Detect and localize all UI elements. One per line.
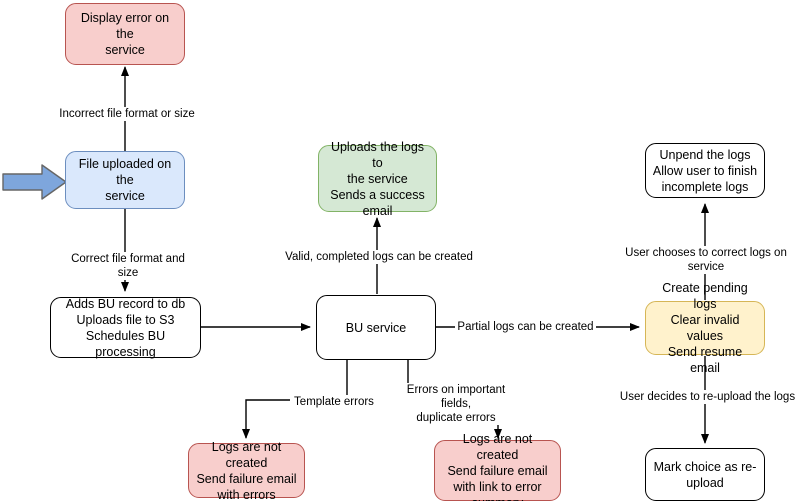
edge-label-user-reupload: User decides to re-upload the logs [617,390,798,404]
node-uploads-logs[interactable]: Uploads the logs to the service Sends a … [318,140,437,218]
edge-label-incorrect-format: Incorrect file format or size [57,107,197,121]
edge-label-important-errors: Errors on important fields, duplicate er… [392,383,520,425]
node-mark-choice[interactable]: Mark choice as re- upload [645,448,765,501]
edge-label-partial-logs: Partial logs can be created [455,320,596,334]
edge-label-template-errors: Template errors [290,395,378,409]
node-create-pending-logs[interactable]: Create pending logs Clear invalid values… [645,281,765,375]
node-file-uploaded[interactable]: File uploaded on the service [65,151,185,209]
node-adds-bu-record[interactable]: Adds BU record to db Uploads file to S3 … [50,297,201,359]
node-display-error[interactable]: Display error on the service [65,3,185,65]
edge-label-user-corrects: User chooses to correct logs on service [607,246,801,274]
edge-label-correct-format: Correct file format and size [58,252,198,280]
node-logs-not-created-summary[interactable]: Logs are not created Send failure email … [434,432,561,501]
node-unpend-logs[interactable]: Unpend the logs Allow user to finish inc… [645,143,765,198]
entry-block-arrow [2,164,67,200]
node-logs-not-created-errors[interactable]: Logs are not created Send failure email … [188,440,305,501]
node-bu-service[interactable]: BU service [316,295,436,360]
edge-label-valid-logs: Valid, completed logs can be created [283,250,475,264]
